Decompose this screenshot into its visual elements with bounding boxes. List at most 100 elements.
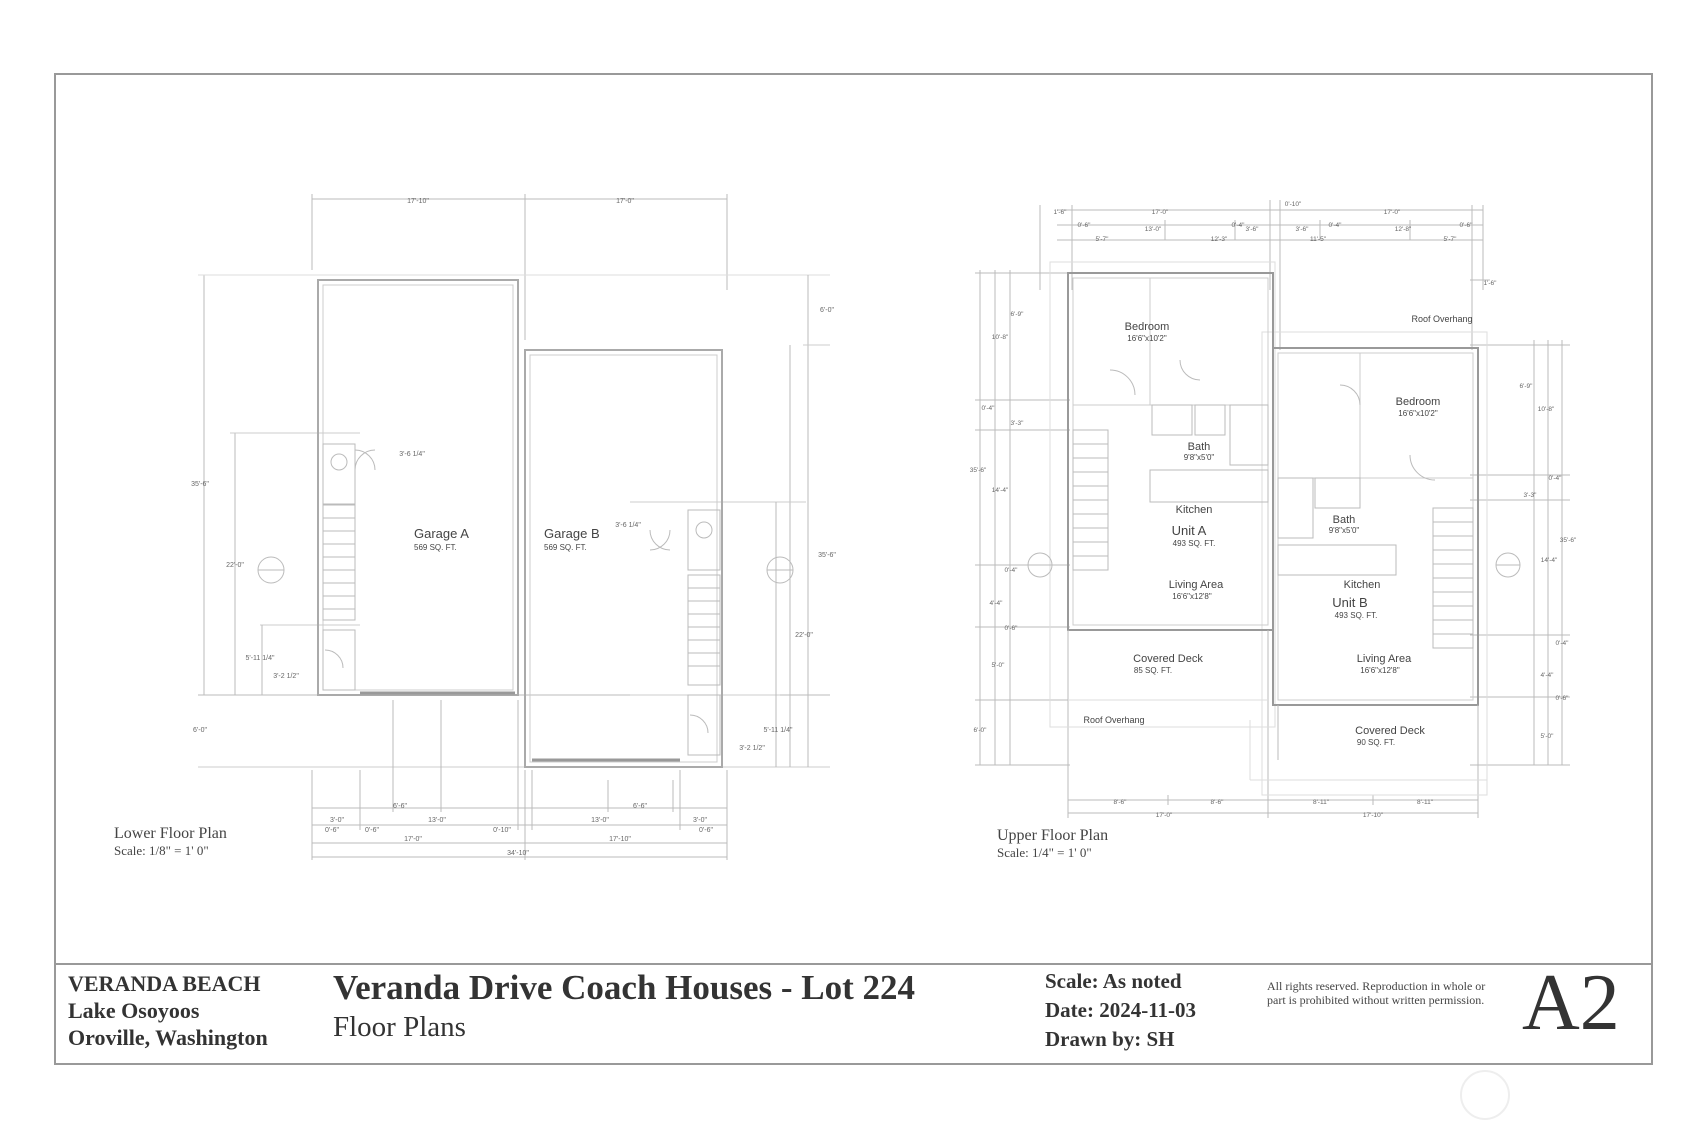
dim-label: 0'-10": [1285, 201, 1302, 208]
dim-label: 8'-6": [1114, 799, 1128, 806]
drawing-subtitle: Floor Plans: [333, 1011, 466, 1043]
sheet-border: [54, 73, 1653, 1065]
dim-label: 0'-6": [325, 827, 339, 834]
dim-label: 0'-4": [1232, 222, 1246, 229]
upper-plan-title: Upper Floor Plan: [997, 827, 1109, 844]
room-label-garage-b: Garage B: [544, 526, 600, 541]
dim-label: 13'-0": [1145, 226, 1162, 233]
dim-label: 34'-10": [507, 850, 529, 857]
lower-dimension-labels: 17'-10" 17'-0" 35'-6" 22'-0" 6'-0" 6'-0"…: [191, 198, 836, 857]
room-area-deck-b: 90 SQ. FT.: [1357, 738, 1395, 747]
dim-label: 35'-6": [818, 552, 836, 559]
dim-label: 6'-9": [1520, 383, 1534, 390]
drawing-title: Veranda Drive Coach Houses - Lot 224: [333, 968, 916, 1007]
room-area-deck-a: 85 SQ. FT.: [1134, 666, 1172, 675]
upper-plan-scale: Scale: 1/4" = 1' 0": [997, 845, 1092, 860]
dim-label: 6'-0": [820, 307, 834, 314]
dim-label: 5'-0": [992, 662, 1006, 669]
project-location: VERANDA BEACH Lake Osoyoos Oroville, Was…: [68, 970, 268, 1051]
dim-label: 6'-6": [393, 803, 407, 810]
upper-plan-caption: Upper Floor Plan Scale: 1/4" = 1' 0": [997, 827, 1108, 861]
dim-label: 0'-4": [1329, 222, 1343, 229]
dim-label: 0'-10": [493, 827, 511, 834]
dim-label: 0'-4": [982, 405, 996, 412]
lower-room-labels: Garage A 569 SQ. FT. Garage B 569 SQ. FT…: [414, 526, 600, 552]
room-area-living-b: 16'6"x12'8": [1360, 666, 1400, 675]
room-label-unit-b: Unit B: [1332, 595, 1367, 610]
dim-label: 3'-2 1/2": [739, 745, 765, 752]
dim-label: 22'-0": [226, 562, 244, 569]
drawing-meta: Scale: As noted Date: 2024-11-03 Drawn b…: [1045, 967, 1196, 1054]
room-label-deck-b: Covered Deck: [1355, 725, 1425, 737]
dim-label: 17'-0": [1156, 812, 1173, 819]
dim-label: 17'-10": [609, 836, 631, 843]
upper-floor-plan: [975, 200, 1570, 818]
dim-label: 3'-0": [330, 817, 344, 824]
dim-label: 4'-4": [990, 600, 1004, 607]
dim-label: 4'-4": [1541, 672, 1555, 679]
dim-label: 5'-0": [1541, 733, 1555, 740]
room-label-bath-a: Bath: [1188, 441, 1211, 453]
room-area-bedroom-b: 16'6"x10'2": [1398, 409, 1438, 418]
upper-dimension-labels: 1'-6" 17'-0" 0'-10" 17'-0" 0'-6" 13'-0" …: [970, 201, 1577, 819]
dim-label: 11'-5": [1310, 236, 1327, 243]
room-area-bath-a: 9'8"x5'0": [1184, 453, 1215, 462]
room-label-bath-b: Bath: [1333, 514, 1356, 526]
room-area-garage-b: 569 SQ. FT.: [544, 543, 587, 552]
dim-label: 6'-0": [974, 727, 988, 734]
room-label-bedroom-a: Bedroom: [1125, 321, 1170, 333]
rights-notice: All rights reserved. Reproduction in who…: [1267, 979, 1486, 1007]
dim-label: 0'-6": [1005, 625, 1019, 632]
dim-label: 17'-0": [404, 836, 422, 843]
dim-label: 3'-3": [1011, 420, 1025, 427]
room-area-unit-b: 493 SQ. FT.: [1335, 611, 1378, 620]
lower-floor-plan: [198, 194, 830, 860]
dim-label: 14'-4": [1541, 557, 1558, 564]
dim-label: 1'-6": [1484, 280, 1498, 287]
drawing-date: Date: 2024-11-03: [1045, 998, 1197, 1022]
roof-overhang-label: Roof Overhang: [1083, 715, 1144, 725]
dim-label: 0'-4": [1549, 475, 1563, 482]
dim-label: 10'-8": [992, 334, 1009, 341]
dim-label: 10'-8": [1538, 406, 1555, 413]
watermark-logo: [1460, 1070, 1510, 1120]
room-area-unit-a: 493 SQ. FT.: [1173, 539, 1216, 548]
dim-label: 0'-4": [1556, 640, 1570, 647]
dim-label: 3'-6 1/4": [399, 451, 425, 458]
drawing-author: Drawn by: SH: [1045, 1027, 1175, 1051]
dim-label: 35'-6": [191, 481, 209, 488]
dim-label: 17'-10": [407, 198, 429, 205]
project-lake: Lake Osoyoos: [68, 998, 200, 1023]
dim-label: 14'-4": [992, 487, 1009, 494]
room-label-deck-a: Covered Deck: [1133, 653, 1203, 665]
room-label-bedroom-b: Bedroom: [1396, 396, 1441, 408]
dim-label: 5'-7": [1096, 236, 1110, 243]
room-label-kitchen-a: Kitchen: [1176, 504, 1213, 516]
dim-label: 22'-0": [795, 632, 813, 639]
dim-label: 0'-6": [1460, 222, 1474, 229]
dim-label: 13'-0": [428, 817, 446, 824]
dim-label: 5'-7": [1444, 236, 1458, 243]
dim-label: 3'-6": [1246, 226, 1260, 233]
upper-room-labels: Bedroom 16'6"x10'2" Bath 9'8"x5'0" Kitch…: [1083, 314, 1472, 747]
roof-overhang-label: Roof Overhang: [1411, 314, 1472, 324]
dim-label: 0'-6": [699, 827, 713, 834]
dim-label: 3'-0": [693, 817, 707, 824]
lower-plan-scale: Scale: 1/8" = 1' 0": [114, 843, 209, 858]
dim-label: 3'-6 1/4": [615, 522, 641, 529]
dim-label: 35'-6": [970, 467, 987, 474]
dim-label: 17'-0": [1152, 209, 1169, 216]
dim-label: 3'-2 1/2": [273, 673, 299, 680]
dim-label: 6'-0": [193, 727, 207, 734]
dim-label: 17'-0": [1384, 209, 1401, 216]
dim-label: 0'-6": [1078, 222, 1092, 229]
room-label-unit-a: Unit A: [1172, 523, 1207, 538]
dim-label: 35'-6": [1560, 537, 1577, 544]
dim-label: 0'-4": [1005, 567, 1019, 574]
dim-label: 17'-10": [1363, 812, 1384, 819]
dim-label: 12'-8": [1395, 226, 1412, 233]
lower-plan-caption: Lower Floor Plan Scale: 1/8" = 1' 0": [114, 825, 227, 859]
dim-label: 1'-6": [1054, 209, 1068, 216]
dim-label: 5'-11 1/4": [246, 655, 276, 662]
